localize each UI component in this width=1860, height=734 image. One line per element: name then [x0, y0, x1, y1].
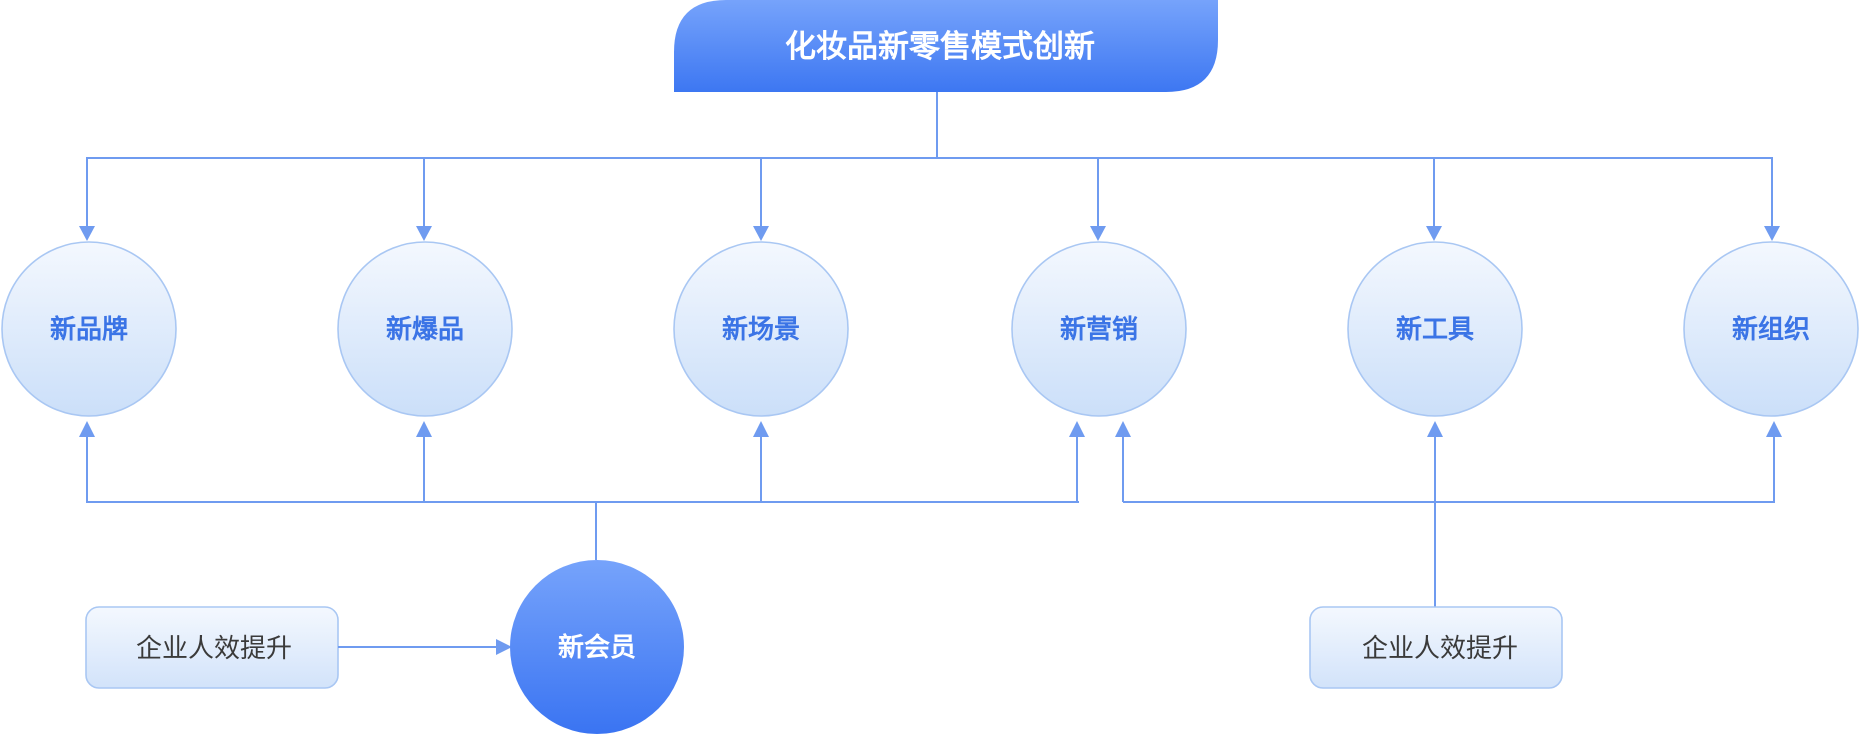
node-circle [1011, 241, 1187, 417]
node-marketing: 新营销 [1011, 241, 1187, 417]
efficiency-feedback-connectors [1115, 421, 1782, 607]
node-label: 新场景 [722, 314, 800, 345]
title-banner: 化妆品新零售模式创新 [674, 0, 1218, 92]
node-circle [673, 241, 849, 417]
member-circle [510, 560, 684, 734]
node-label: 新营销 [1060, 314, 1138, 345]
arrow-down-marketing [1090, 226, 1106, 241]
arrow-down-hit [416, 226, 432, 241]
arrow-up-org [1766, 421, 1782, 437]
title-banner-shape [674, 0, 1218, 92]
member-feedback-connectors [79, 421, 1085, 560]
arrow-down-org [1764, 226, 1780, 241]
top-connectors [79, 92, 1780, 241]
arrow-up-marketing-right [1115, 421, 1131, 437]
efficiency-box-label: 企业人效提升 [136, 634, 292, 664]
node-label: 新工具 [1396, 314, 1474, 345]
arrow-down-tools [1426, 226, 1442, 241]
efficiency-box-shape [1309, 606, 1563, 689]
node-circle [1347, 241, 1523, 417]
node-scene: 新场景 [673, 241, 849, 417]
arrow-right-member [496, 639, 512, 655]
node-brand: 新品牌 [1, 241, 177, 417]
node-label: 新品牌 [50, 314, 128, 345]
node-label: 新组织 [1732, 314, 1810, 345]
arrow-up-scene [753, 421, 769, 437]
title-text: 化妆品新零售模式创新 [785, 29, 1095, 65]
box-to-member-connector [338, 639, 512, 655]
innovation-nodes: 新品牌 新爆品 新场景 新营销 新工具 新组织 [1, 241, 1859, 417]
arrow-up-tools [1427, 421, 1443, 437]
arrow-down-scene [753, 226, 769, 241]
node-circle [337, 241, 513, 417]
arrow-up-marketing-left [1069, 421, 1085, 437]
node-label: 新爆品 [386, 314, 464, 345]
efficiency-box-label: 企业人效提升 [1362, 634, 1518, 664]
efficiency-box-left: 企业人效提升 [85, 606, 339, 689]
efficiency-box-right: 企业人效提升 [1309, 606, 1563, 689]
member-label: 新会员 [558, 632, 636, 663]
node-hit: 新爆品 [337, 241, 513, 417]
arrow-down-brand [79, 226, 95, 241]
node-member: 新会员 [510, 560, 684, 734]
arrow-up-hit [416, 421, 432, 437]
node-circle [1, 241, 177, 417]
arrow-up-brand [79, 421, 95, 437]
node-org: 新组织 [1683, 241, 1859, 417]
node-circle [1683, 241, 1859, 417]
node-tools: 新工具 [1347, 241, 1523, 417]
